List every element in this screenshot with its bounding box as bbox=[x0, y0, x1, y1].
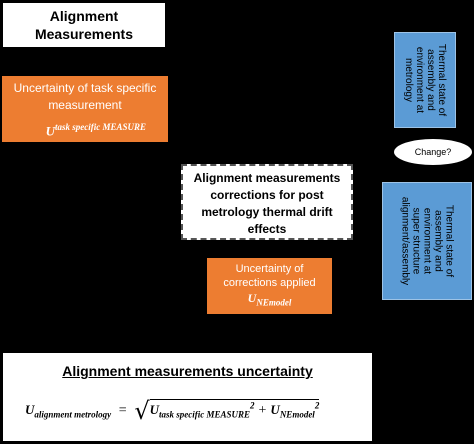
thermal-drift-corrections-box: Alignment measurements corrections for p… bbox=[181, 164, 353, 240]
thermal-metro-line-2: assembly and bbox=[425, 49, 436, 111]
alignment-measurements-box: Alignment Measurements bbox=[3, 3, 165, 47]
term2-exponent: 2 bbox=[314, 400, 320, 411]
task-uncert-line-1: Uncertainty of task specific bbox=[13, 81, 157, 95]
title-line-2: Measurements bbox=[34, 26, 134, 42]
symbol-base: U bbox=[45, 123, 55, 139]
term2-base: U bbox=[270, 402, 280, 417]
thermal-state-metrology-box: Thermal state of assembly and environmen… bbox=[394, 32, 456, 128]
lhs-subscript: alignment metrology bbox=[34, 409, 112, 420]
center-line-1: Alignment measurements bbox=[193, 171, 341, 185]
corr-uncert-line-2: corrections applied bbox=[223, 277, 316, 289]
thermal-metrology-text: Thermal state of assembly and environmen… bbox=[403, 44, 447, 116]
equation-lhs: Ualignment metrology bbox=[25, 402, 112, 420]
term1-exponent: 2 bbox=[250, 400, 255, 411]
lhs-base: U bbox=[25, 402, 35, 417]
symbol-subscript: NEmodel bbox=[256, 297, 292, 308]
symbol-base: U bbox=[247, 291, 257, 305]
center-line-3: metrology thermal drift bbox=[201, 205, 333, 219]
thermal-super-line-5: alignment/assembly bbox=[399, 196, 411, 286]
summary-title: Alignment measurements uncertainty bbox=[62, 363, 313, 379]
plus-sign: + bbox=[258, 403, 267, 418]
term1-base: U bbox=[149, 402, 159, 417]
thermal-super-line-2: assembly and bbox=[432, 210, 444, 272]
corrections-uncertainty-box: Uncertainty of corrections applied UNEmo… bbox=[207, 258, 332, 314]
term1-subscript: task specific MEASURE bbox=[159, 409, 251, 420]
change-ellipse: Change? bbox=[394, 139, 472, 165]
thermal-super-line-4: super structure bbox=[410, 207, 422, 275]
term-2: UNEmodel2 bbox=[270, 400, 320, 420]
corr-uncert-symbol: UNEmodel bbox=[207, 291, 332, 309]
change-label: Change? bbox=[414, 147, 452, 157]
term-1: Utask specific MEASURE2 bbox=[149, 400, 255, 420]
center-line-4: effects bbox=[247, 222, 287, 236]
symbol-superscript: task specific MEASURE bbox=[54, 122, 146, 132]
term2-subscript: NEmodel bbox=[279, 409, 315, 420]
equals-sign: = bbox=[118, 403, 127, 418]
thermal-metro-line-4: metrology bbox=[403, 58, 414, 102]
title-line-1: Alignment bbox=[49, 8, 119, 24]
corr-uncert-line-1: Uncertainty of bbox=[235, 263, 304, 275]
uncertainty-equation: Ualignment metrology = √Utask specific M… bbox=[25, 397, 320, 425]
equation-radicand: Utask specific MEASURE2+UNEmodel2 bbox=[149, 399, 320, 420]
thermal-state-superstructure-box: Thermal state of assembly and environmen… bbox=[382, 182, 472, 300]
square-root-icon: √ bbox=[134, 397, 150, 425]
task-uncert-symbol: Utask specific MEASURE bbox=[2, 119, 168, 139]
alignment-uncertainty-summary-box: Alignment measurements uncertainty Ualig… bbox=[3, 353, 372, 441]
center-line-2: corrections for post bbox=[210, 188, 324, 202]
thermal-super-line-1: Thermal state of bbox=[443, 204, 455, 278]
task-uncert-line-2: measurement bbox=[48, 98, 122, 112]
thermal-metro-line-1: Thermal state of bbox=[436, 43, 447, 117]
task-specific-uncertainty-box: Uncertainty of task specific measurement… bbox=[2, 76, 168, 142]
thermal-metro-line-3: environment at bbox=[414, 46, 425, 114]
thermal-super-text: Thermal state of assembly and environmen… bbox=[400, 197, 455, 285]
thermal-super-line-3: environment at bbox=[421, 207, 433, 275]
